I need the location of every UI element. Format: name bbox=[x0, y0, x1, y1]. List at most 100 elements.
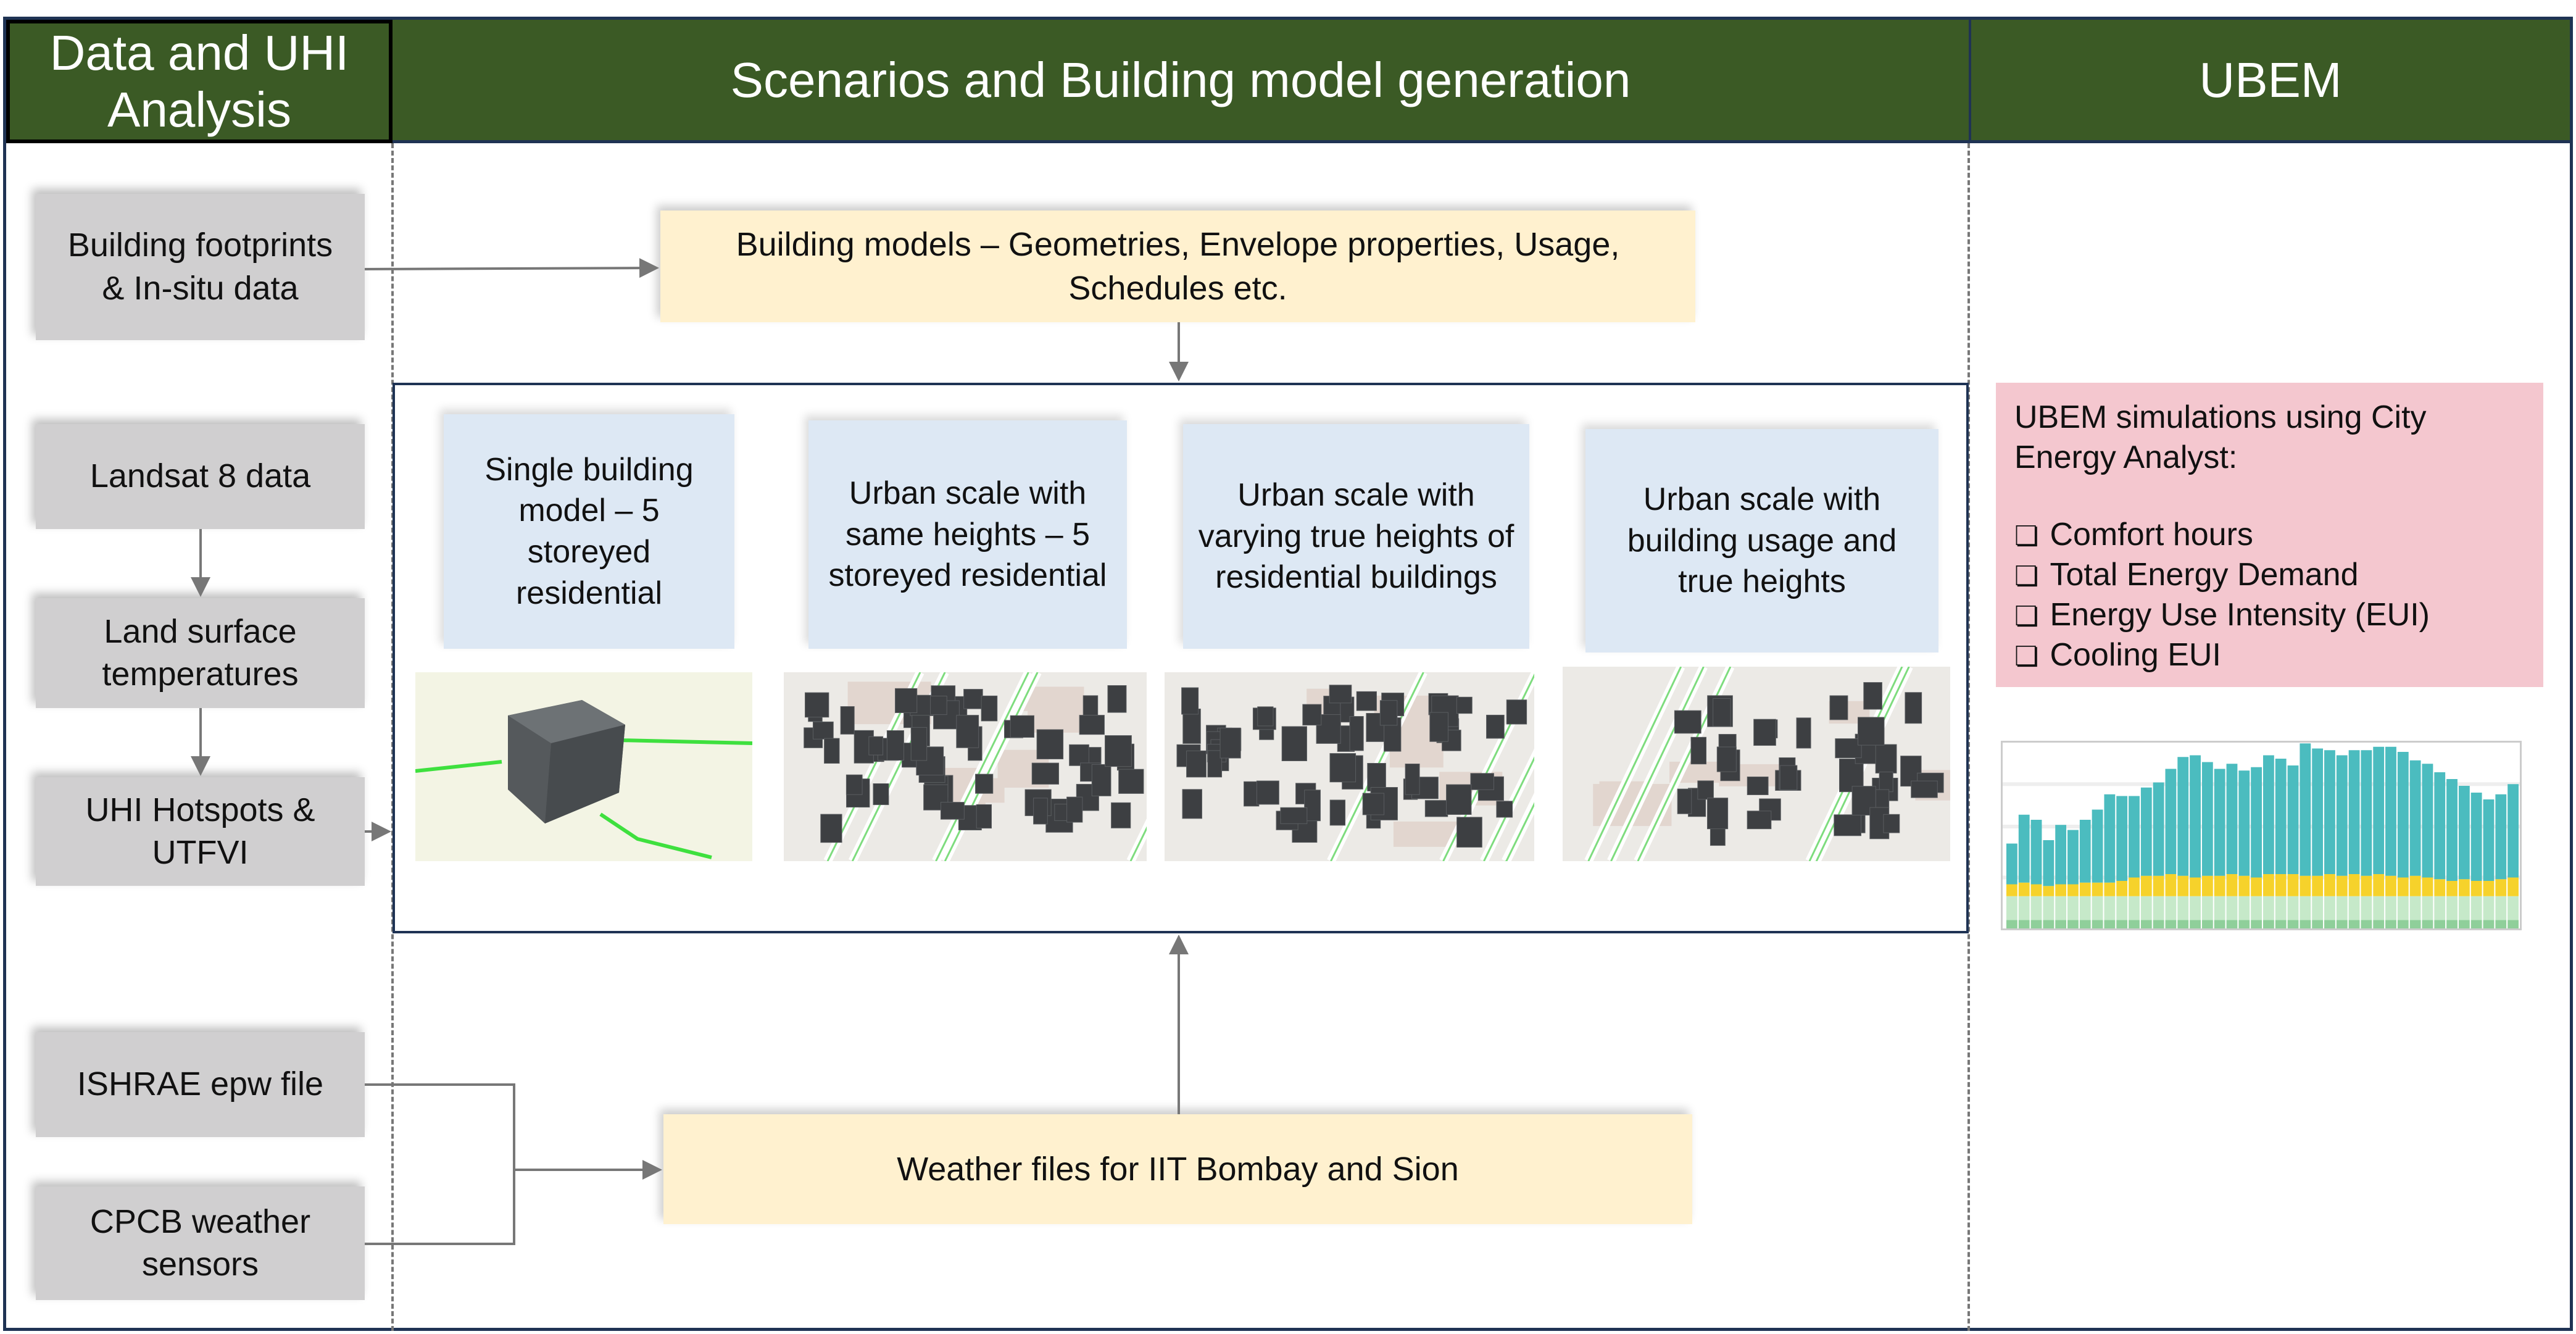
chart-bar-yellow bbox=[2238, 875, 2250, 896]
chart-bar-base-light bbox=[2397, 896, 2409, 920]
chart-bar-base-dark bbox=[2030, 920, 2042, 928]
chart-bar-base-light bbox=[2092, 896, 2103, 920]
chart-bar-yellow bbox=[2275, 874, 2287, 896]
chart-bar-base-dark bbox=[2287, 920, 2299, 928]
chart-bar-base-dark bbox=[2067, 920, 2079, 928]
chart-bar-yellow bbox=[2324, 874, 2335, 896]
chart-bar-yellow bbox=[2397, 877, 2409, 896]
chart-bar-base-light bbox=[2226, 896, 2238, 920]
chart-bar-base-dark bbox=[2397, 920, 2409, 928]
chart-bar-teal bbox=[2153, 782, 2164, 876]
chart-bar-base-light bbox=[2214, 896, 2225, 920]
chart-bar-teal bbox=[2238, 770, 2250, 876]
chart-bar-base-dark bbox=[2348, 920, 2360, 928]
chart-bar-yellow bbox=[2043, 886, 2055, 896]
chart-bar-base-light bbox=[2190, 896, 2201, 920]
chart-bar-teal bbox=[2300, 743, 2311, 876]
chart-bar-base-light bbox=[2018, 896, 2030, 920]
chart-bar-base-light bbox=[2312, 896, 2324, 920]
chart-bar-base-dark bbox=[2165, 920, 2177, 928]
diagram-frame bbox=[3, 17, 2573, 1331]
chart-bar-base-light bbox=[2079, 896, 2091, 920]
chart-bar-teal bbox=[2214, 769, 2225, 876]
chart-bar-yellow bbox=[2190, 877, 2201, 896]
chart-bar-base-light bbox=[2177, 896, 2189, 920]
chart-bar-base-dark bbox=[2092, 920, 2103, 928]
chart-bar-yellow bbox=[2495, 879, 2507, 896]
chart-bar-yellow bbox=[2018, 882, 2030, 896]
chart-bar-base-light bbox=[2373, 896, 2385, 920]
chart-bar-base-dark bbox=[2495, 920, 2507, 928]
chart-bar-base-dark bbox=[2055, 920, 2067, 928]
chart-bar-base-dark bbox=[2458, 920, 2470, 928]
chart-bar-yellow bbox=[2287, 874, 2299, 896]
chart-bar-base-dark bbox=[2409, 920, 2421, 928]
header-data-uhi: Data and UHI Analysis bbox=[6, 20, 393, 143]
ubem-outputs-list: Comfort hours Total Energy Demand Energy… bbox=[2014, 515, 2525, 675]
input-cpcb-sensors: CPCB weather sensors bbox=[36, 1186, 365, 1300]
chart-bar-base-light bbox=[2055, 896, 2067, 920]
chart-bar-base-dark bbox=[2434, 920, 2446, 928]
chart-bar-yellow bbox=[2153, 875, 2164, 896]
chart-bar-yellow bbox=[2201, 875, 2213, 896]
chart-bar-teal bbox=[2043, 840, 2055, 886]
chart-bar-base-light bbox=[2275, 896, 2287, 920]
chart-bar-base-dark bbox=[2373, 920, 2385, 928]
chart-bar-base-dark bbox=[2446, 920, 2458, 928]
chart-bar-teal bbox=[2263, 755, 2274, 874]
chart-bar-base-light bbox=[2507, 896, 2519, 920]
connector-weather-inputs bbox=[365, 1083, 515, 1245]
chart-bar-base-light bbox=[2030, 896, 2042, 920]
chart-bar-teal bbox=[2275, 759, 2287, 874]
chart-bar-teal bbox=[2495, 794, 2507, 880]
chart-bar-teal bbox=[2458, 786, 2470, 880]
chart-bar-teal bbox=[2190, 755, 2201, 878]
input-landsat: Landsat 8 data bbox=[36, 424, 365, 529]
chart-bar-teal bbox=[2434, 772, 2446, 880]
chart-bar-yellow bbox=[2177, 875, 2189, 896]
scenarios-frame bbox=[393, 383, 1969, 933]
chart-bar-base-dark bbox=[2104, 920, 2116, 928]
chart-bar-base-dark bbox=[2079, 920, 2091, 928]
chart-bar-base-light bbox=[2422, 896, 2433, 920]
chart-bar-yellow bbox=[2214, 875, 2225, 896]
scenario-same-heights: Urban scale with same heights – 5 storey… bbox=[808, 420, 1127, 649]
chart-bar-teal bbox=[2312, 748, 2324, 876]
chart-bar-teal bbox=[2483, 799, 2495, 881]
chart-bar-base-dark bbox=[2226, 920, 2238, 928]
chart-bar-teal bbox=[2251, 767, 2262, 878]
chart-bar-base-dark bbox=[2251, 920, 2262, 928]
chart-bar-teal bbox=[2507, 784, 2519, 878]
chart-bar-base-light bbox=[2385, 896, 2396, 920]
column-divider bbox=[1967, 143, 1970, 1331]
ubem-title: UBEM simulations using City Energy Analy… bbox=[2014, 399, 2427, 475]
chart-bar-base-dark bbox=[2177, 920, 2189, 928]
chart-bar-teal bbox=[2030, 820, 2042, 885]
chart-bar-yellow bbox=[2030, 884, 2042, 896]
chart-bar-base-dark bbox=[2238, 920, 2250, 928]
chart-bar-teal bbox=[2079, 820, 2091, 883]
input-ishrae-epw: ISHRAE epw file bbox=[36, 1032, 365, 1137]
chart-bar-base-light bbox=[2483, 896, 2495, 920]
chart-bar-yellow bbox=[2263, 874, 2274, 896]
header-ubem: UBEM bbox=[1969, 20, 2570, 143]
chart-bar-teal bbox=[2018, 814, 2030, 883]
chart-bar-base-light bbox=[2006, 896, 2017, 920]
chart-bar-base-dark bbox=[2116, 920, 2128, 928]
chart-bar-yellow bbox=[2336, 875, 2348, 896]
chart-bar-yellow bbox=[2470, 881, 2482, 896]
ubem-simulations-box: UBEM simulations using City Energy Analy… bbox=[1996, 383, 2543, 687]
arrow-footprints-to-models bbox=[364, 258, 659, 278]
chart-bar-base-dark bbox=[2140, 920, 2152, 928]
chart-bar-teal bbox=[2446, 779, 2458, 881]
chart-bar-teal bbox=[2385, 746, 2396, 876]
chart-bar-base-light bbox=[2434, 896, 2446, 920]
chart-bar-base-light bbox=[2458, 896, 2470, 920]
chart-bar-base-light bbox=[2336, 896, 2348, 920]
chart-bar-base-light bbox=[2470, 896, 2482, 920]
chart-bar-base-dark bbox=[2043, 920, 2055, 928]
header-scenarios: Scenarios and Building model generation bbox=[393, 20, 1969, 143]
chart-bar-teal bbox=[2067, 830, 2079, 885]
chart-bar-teal bbox=[2361, 750, 2372, 876]
urban-true-heights-image bbox=[1165, 672, 1534, 861]
